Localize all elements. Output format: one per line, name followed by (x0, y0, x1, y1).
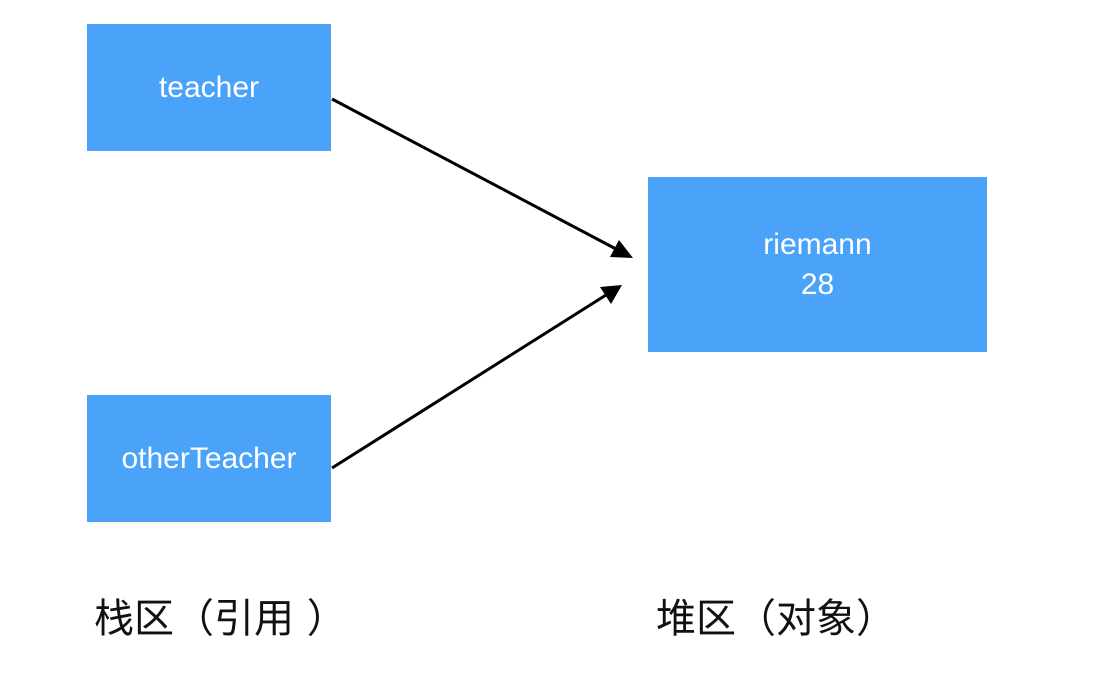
reference-label-other-teacher: otherTeacher (121, 441, 297, 475)
heap-region-label: 堆区（对象） (656, 596, 896, 642)
arrow-teacher-to-object (331, 97, 617, 251)
stack-region-label: 栈区（引用 ） (94, 596, 347, 642)
reference-label-teacher: teacher (158, 70, 260, 104)
reference-box-other-teacher: otherTeacher (87, 395, 331, 522)
heap-object-box: riemann 28 (648, 177, 987, 352)
object-name: riemann (763, 227, 872, 261)
object-age: 28 (800, 267, 835, 301)
arrow-other-teacher-to-object (331, 293, 607, 470)
arrowhead-teacher (610, 240, 633, 258)
reference-box-teacher: teacher (87, 24, 331, 151)
arrowhead-other-teacher (600, 285, 622, 304)
